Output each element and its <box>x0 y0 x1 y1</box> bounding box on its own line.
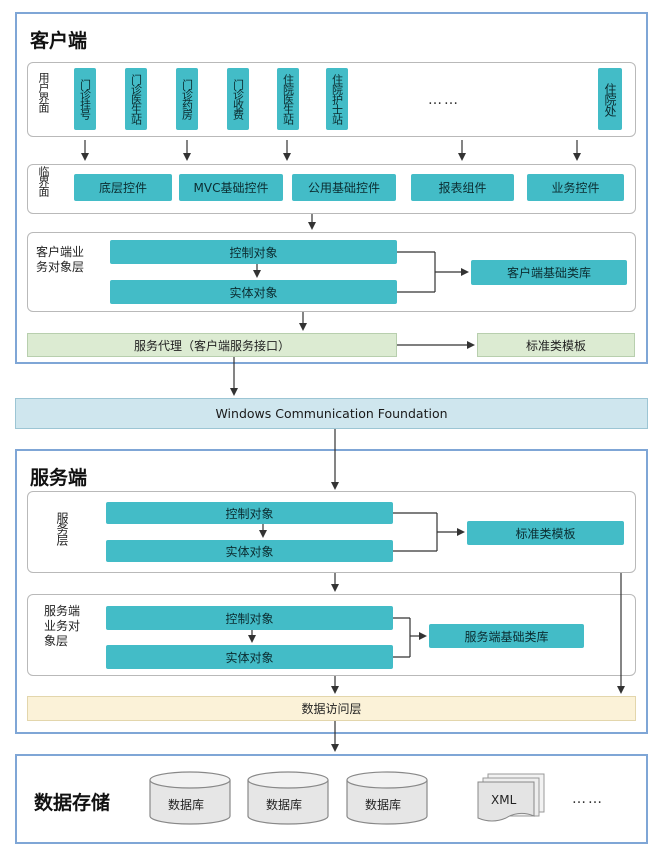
xml-file-icon <box>477 773 545 822</box>
control-business: 业务控件 <box>527 174 624 201</box>
control-layer-label: 临界面 <box>37 166 50 196</box>
database-label-1: 数据库 <box>168 798 205 812</box>
client-entity-object: 实体对象 <box>110 280 397 304</box>
data-access-layer: 数据访问层 <box>27 696 636 721</box>
control-common: 公用基础控件 <box>292 174 396 201</box>
ui-item-outpatient-pharmacy: 门诊药房 <box>176 68 198 130</box>
server-entity-object-2: 实体对象 <box>106 645 393 669</box>
control-mvc: MVC基础控件 <box>179 174 283 201</box>
server-biz-label: 服务端业务对象层 <box>44 604 81 648</box>
database-label-3: 数据库 <box>365 798 402 812</box>
server-control-object-2: 控制对象 <box>106 606 393 630</box>
database-icon-3 <box>346 771 428 825</box>
ui-item-inpatient-nurse: 住院护士站 <box>326 68 348 130</box>
database-icon-1 <box>149 771 231 825</box>
client-base-library: 客户端基础类库 <box>471 260 627 285</box>
control-base: 底层控件 <box>74 174 172 201</box>
database-label-2: 数据库 <box>266 798 303 812</box>
client-biz-label: 客户端业务对象层 <box>36 245 85 274</box>
client-control-object: 控制对象 <box>110 240 397 264</box>
ui-item-inpatient-admission: 住院处 <box>598 68 622 130</box>
client-standard-template: 标准类模板 <box>477 333 635 357</box>
service-layer-label: 服务层 <box>55 512 69 545</box>
server-entity-object: 实体对象 <box>106 540 393 562</box>
database-icon-2 <box>247 771 329 825</box>
xml-label: XML <box>491 793 517 807</box>
ui-item-outpatient-billing: 门诊收费 <box>227 68 249 130</box>
server-title: 服务端 <box>30 467 88 489</box>
ui-item-inpatient-doctor: 住院医生站 <box>277 68 299 130</box>
client-title: 客户端 <box>30 30 88 52</box>
service-proxy: 服务代理（客户端服务接口） <box>27 333 397 357</box>
wcf-bar: Windows Communication Foundation <box>15 398 648 429</box>
ui-ellipsis: …… <box>428 92 460 108</box>
control-report: 报表组件 <box>411 174 514 201</box>
storage-ellipsis: …… <box>572 791 604 807</box>
server-standard-template: 标准类模板 <box>467 521 624 545</box>
server-control-object: 控制对象 <box>106 502 393 524</box>
storage-title: 数据存储 <box>34 792 111 814</box>
server-base-library: 服务端基础类库 <box>429 624 584 648</box>
ui-item-outpatient-doctor: 门诊医生站 <box>125 68 147 130</box>
ui-layer-label: 用户界面 <box>37 72 50 112</box>
ui-item-outpatient-register: 门诊挂号 <box>74 68 96 130</box>
